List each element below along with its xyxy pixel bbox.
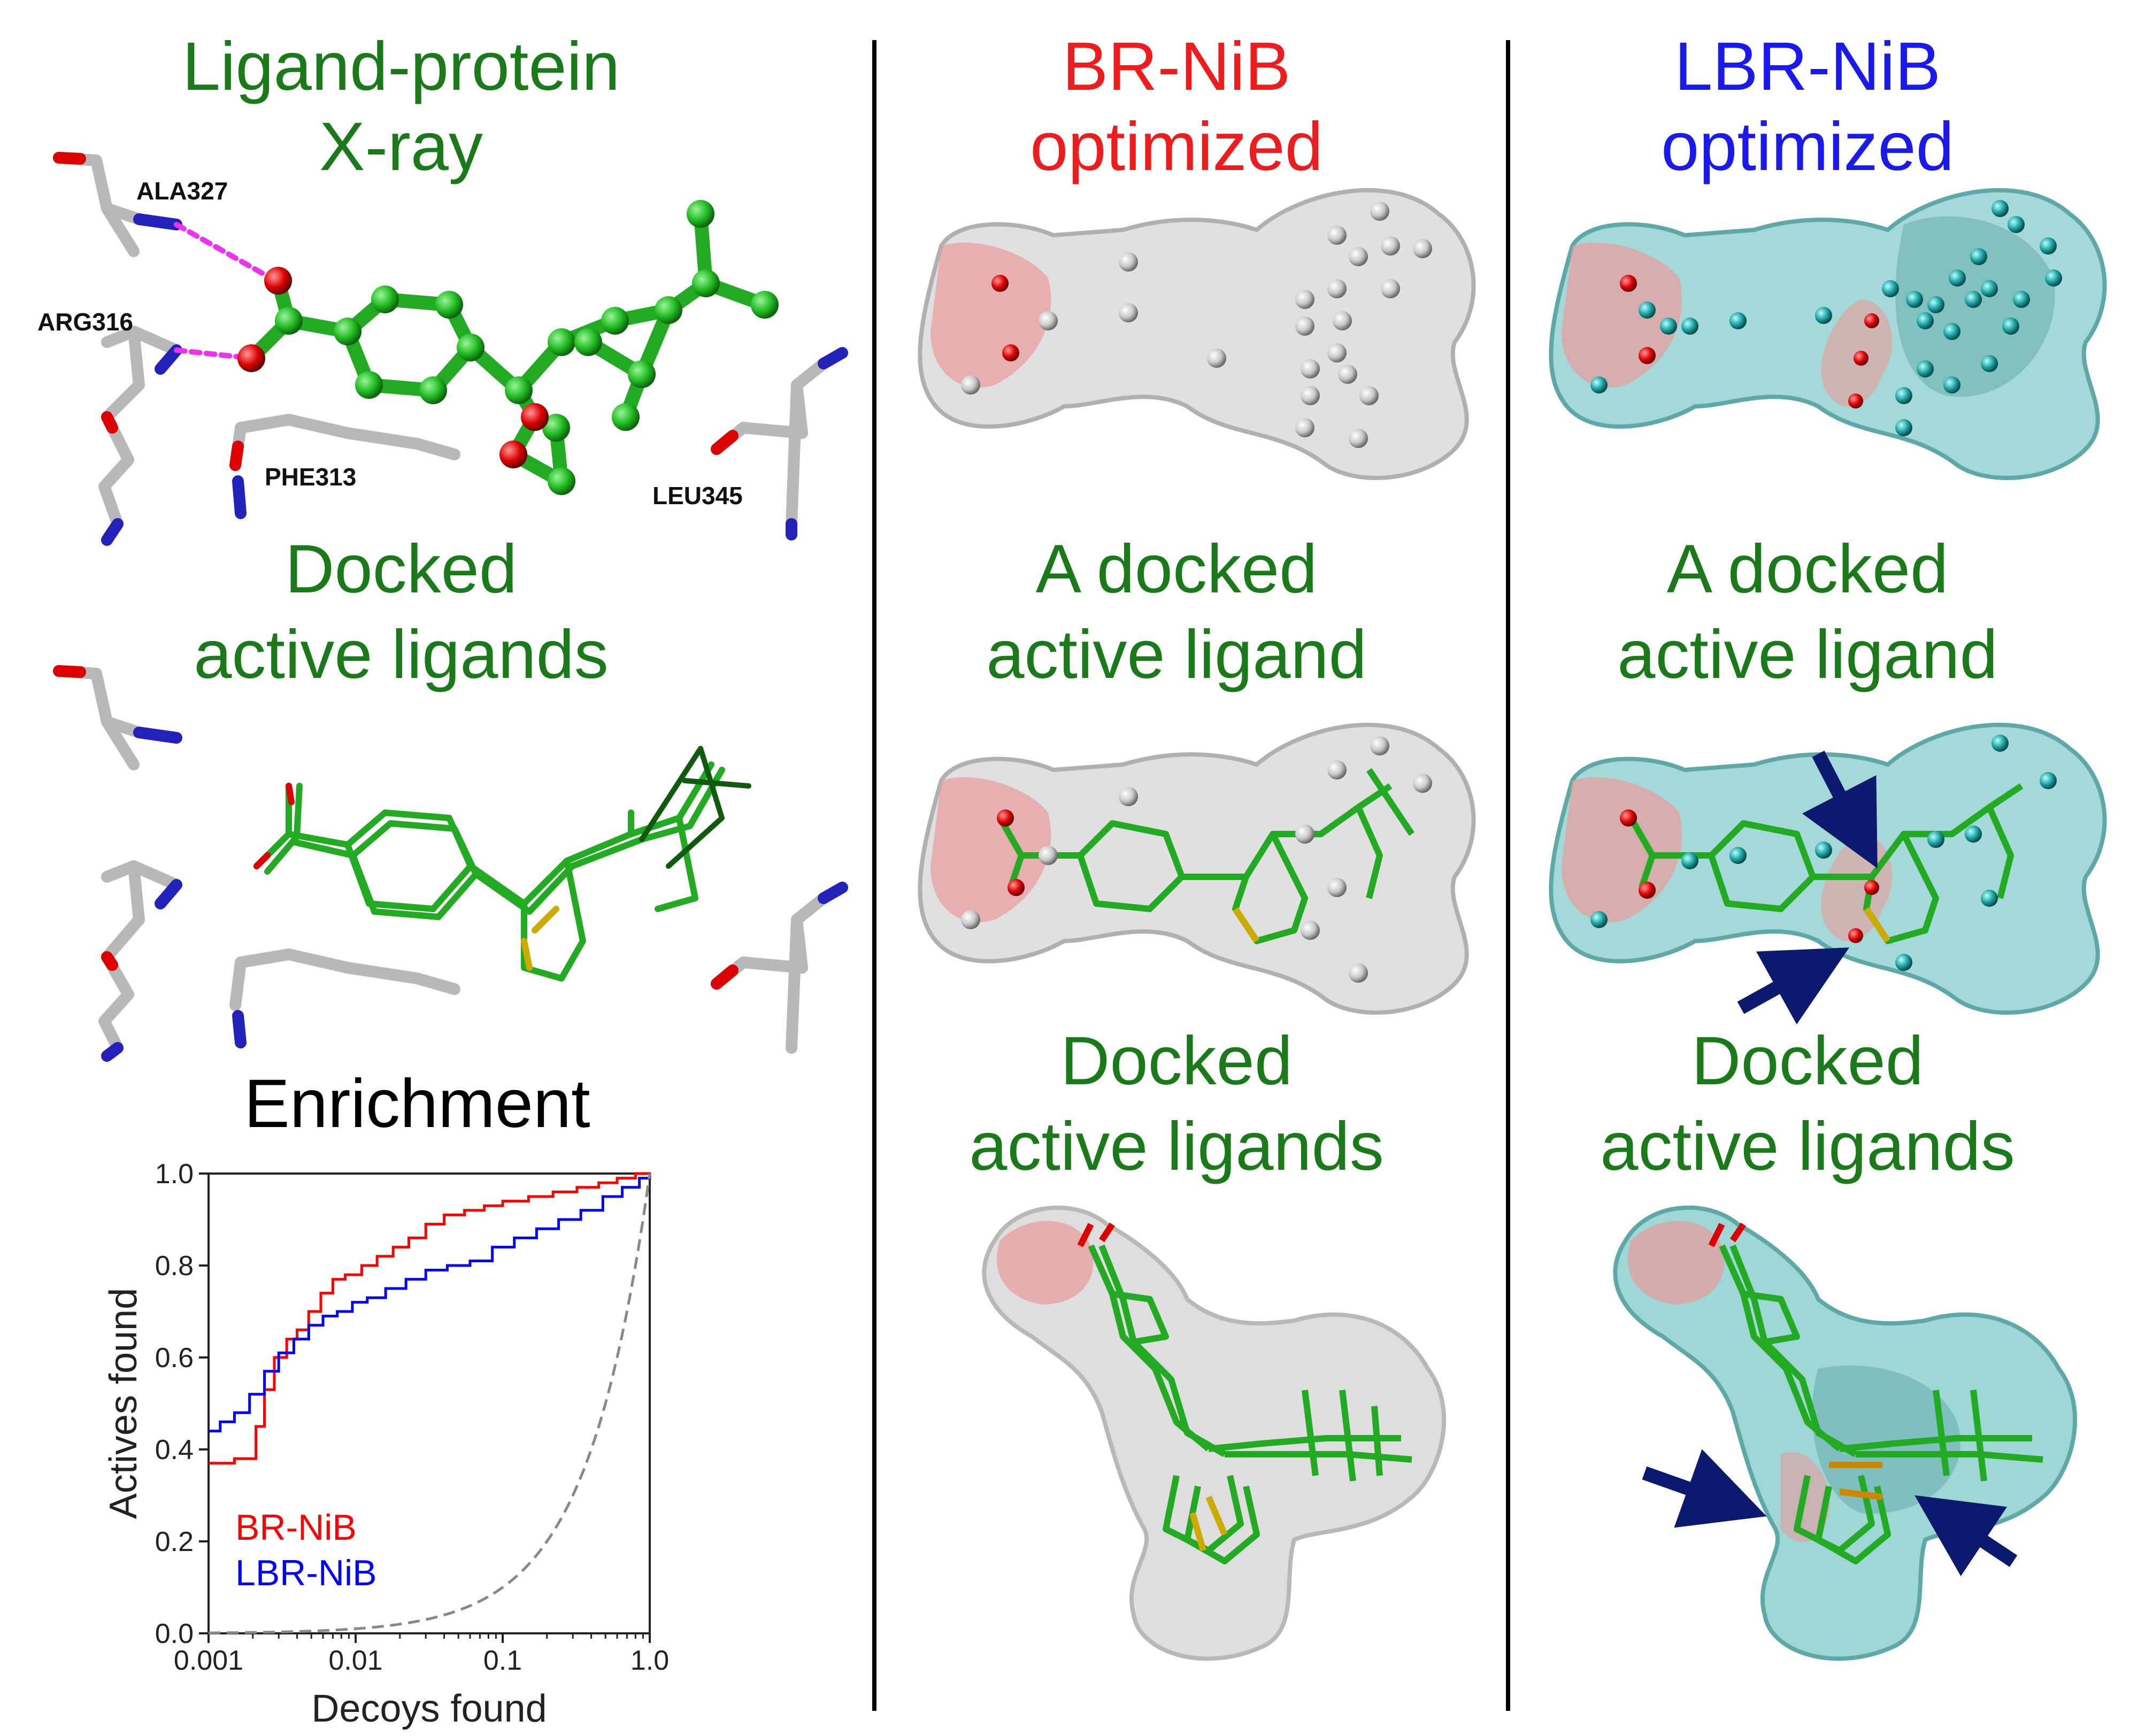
lbr-docked-all-line2: active ligands	[1600, 1108, 2015, 1185]
lbr-cavity-top	[1549, 188, 2107, 480]
y-tick-label: 0.0	[155, 1618, 194, 1649]
x-tick-label: 1.0	[630, 1645, 669, 1676]
xray-structure	[53, 152, 848, 546]
lbr-cavity-docked-all	[1613, 1205, 2077, 1661]
lbr-docked-one-line1: A docked	[1666, 531, 1949, 607]
lbr-pseudoatoms-top	[1590, 200, 2062, 436]
y-tick-label: 0.6	[155, 1342, 194, 1374]
residue-label-ala327: ALA327	[136, 177, 228, 205]
residue-label-arg316: ARG316	[37, 308, 133, 336]
x-tick-label: 0.1	[483, 1645, 522, 1676]
series-lbr-nib-line	[209, 1174, 651, 1433]
br-title-line2: optimized	[1030, 109, 1323, 185]
xray-title-line2: X-ray	[319, 109, 483, 185]
br-cavity-top	[918, 188, 1476, 480]
x-tick-label: 0.01	[328, 1645, 382, 1676]
br-cavity-docked-all	[982, 1205, 1446, 1661]
docked-left-title-line1: Docked	[285, 531, 517, 607]
xray-title-line1: Ligand-protein	[182, 28, 620, 105]
br-cavity-docked-one	[918, 722, 1476, 1015]
lbr-cavity-docked-one	[1549, 722, 2107, 1025]
docked-ligands-left	[53, 665, 848, 1062]
enrichment-title: Enrichment	[244, 1066, 590, 1142]
x-axis-label: Decoys found	[311, 1687, 547, 1730]
y-tick-label: 0.4	[155, 1434, 194, 1465]
series-br-nib-line	[209, 1172, 650, 1465]
br-docked-all-line2: active ligands	[969, 1108, 1384, 1185]
y-tick-label: 1.0	[155, 1159, 194, 1190]
docked-left-title-line2: active ligands	[194, 616, 609, 693]
br-pseudoatoms-top	[961, 202, 1432, 448]
y-tick-label: 0.8	[155, 1251, 194, 1282]
legend-lbr-nib: LBR-NiB	[235, 1553, 377, 1593]
residue-label-leu345: LEU345	[652, 482, 743, 510]
x-tick-label: 0.001	[174, 1645, 243, 1676]
y-tick-label: 0.2	[155, 1526, 194, 1557]
lbr-title-line1: LBR-NiB	[1674, 28, 1941, 105]
br-title-line1: BR-NiB	[1062, 28, 1291, 105]
lbr-title-line2: optimized	[1661, 109, 1954, 185]
br-docked-one-line1: A docked	[1035, 531, 1318, 607]
series-random-line	[209, 1173, 651, 1634]
lbr-docked-one-line2: active ligand	[1617, 616, 1998, 693]
residue-label-phe313: PHE313	[265, 463, 357, 491]
legend-br-nib: BR-NiB	[235, 1507, 357, 1548]
lbr-docked-all-line1: Docked	[1691, 1023, 1924, 1099]
br-docked-all-line1: Docked	[1060, 1023, 1293, 1099]
enrichment-chart: 0.0 0.2 0.4 0.6 0.8 1.0 0.001 0.01 0.1 1.0Decoys …	[102, 1159, 669, 1730]
chart-frame	[207, 1172, 651, 1634]
y-axis-label: Actives found	[102, 1288, 145, 1519]
br-docked-one-line2: active ligand	[986, 616, 1367, 693]
